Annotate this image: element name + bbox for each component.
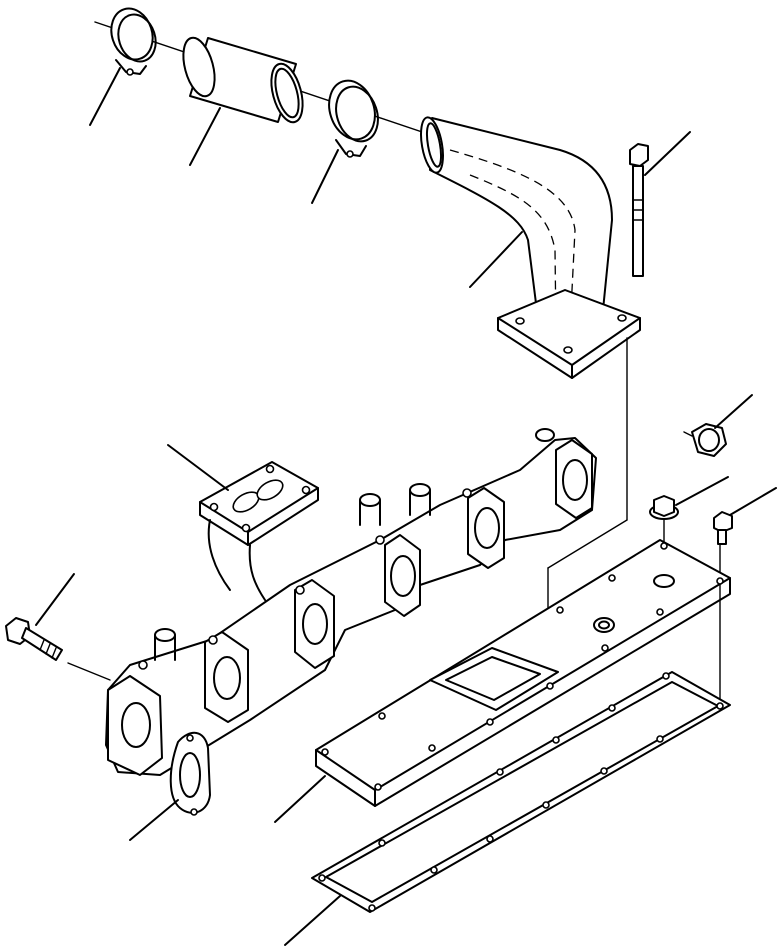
leader-long-bolt — [644, 131, 691, 176]
leader-cover-plate — [274, 775, 326, 823]
leader-cap-nut — [714, 394, 753, 429]
manifold-gasket — [169, 732, 211, 816]
leader-cover-gasket — [284, 895, 341, 946]
leader-exhaust-manifold — [167, 444, 229, 491]
callout-leaders — [35, 67, 777, 946]
cover-gasket — [311, 671, 731, 913]
rubber-hose — [182, 36, 304, 124]
cap-nut — [683, 423, 727, 457]
elbow-connector — [420, 116, 641, 379]
leader-hose-clamp-lower — [311, 149, 339, 204]
long-bolt — [629, 143, 649, 277]
cover-plate — [315, 539, 731, 807]
hose-clamp-lower — [328, 79, 379, 158]
exhaust-manifold — [105, 428, 597, 776]
leader-flange-nut — [675, 476, 729, 506]
leader-manifold-gasket — [129, 799, 179, 841]
leader-hose-clamp-upper — [89, 67, 121, 126]
cover-bolt — [713, 511, 733, 545]
manifold-bolt — [5, 617, 63, 661]
flange-nut — [649, 495, 679, 520]
leader-manifold-bolt — [35, 573, 75, 626]
leader-elbow-connector — [469, 231, 523, 288]
leader-cover-bolt — [729, 487, 777, 516]
leader-rubber-hose — [189, 107, 221, 166]
hose-clamp-upper — [110, 7, 157, 76]
